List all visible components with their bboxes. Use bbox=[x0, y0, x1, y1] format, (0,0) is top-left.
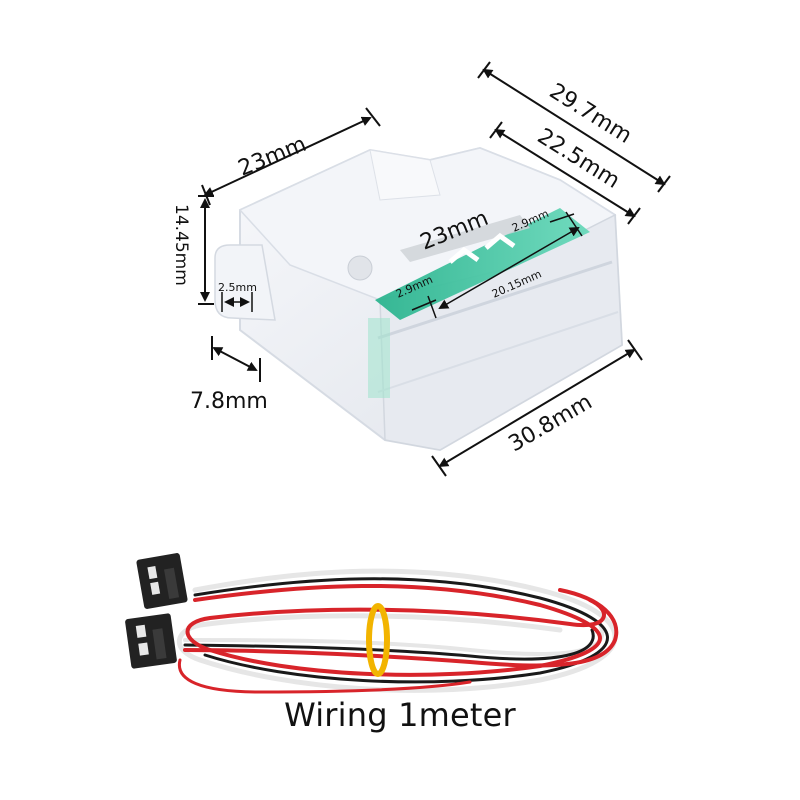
connector-top bbox=[136, 553, 188, 609]
wiring-harness bbox=[176, 568, 619, 694]
dim-front-depth: 7.8mm bbox=[190, 389, 268, 414]
dimension-lines bbox=[198, 61, 671, 477]
dim-pin-width: 2.5mm bbox=[218, 281, 257, 294]
rubber-band bbox=[366, 603, 390, 677]
dim-top-left-width: 23mm bbox=[235, 132, 310, 182]
wiring-caption: Wiring 1meter bbox=[284, 696, 516, 734]
connector-bottom bbox=[125, 613, 177, 669]
dim-height: 14.45mm bbox=[171, 204, 191, 286]
